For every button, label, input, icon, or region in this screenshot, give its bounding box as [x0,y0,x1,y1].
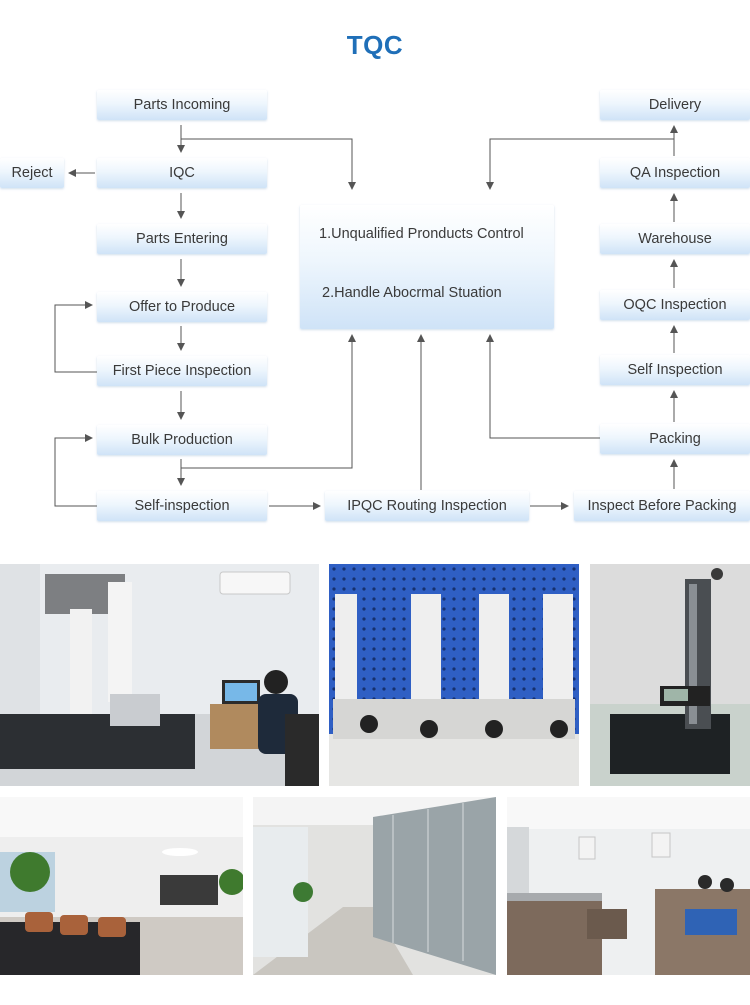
box-iqc: IQC [97,158,267,188]
arrow-first-loop-to-offer [54,301,97,373]
box-oqc-inspection: OQC Inspection [600,290,750,320]
box-qa-inspection: QA Inspection [600,158,750,188]
photo-corridor [253,797,496,975]
photo-height-gauge [590,564,750,786]
box-ipqc-routing-inspection: IPQC Routing Inspection [325,491,529,521]
box-unqualified-control [300,205,554,329]
box-offer-to-produce: Offer to Produce [97,292,267,322]
arrow-incoming-to-center [181,138,356,190]
page-title: TQC [346,30,404,60]
box-reject: Reject [0,158,64,188]
box-bulk-production: Bulk Production [97,425,267,455]
photo-air-gauges [329,564,579,786]
box-packing: Packing [600,424,750,454]
arrow-self-loop-to-bulk [54,434,97,507]
box-first-piece-inspection: First Piece Inspection [97,356,267,386]
photo-cmm-room [0,564,319,786]
box-self-inspection: Self-inspection [97,491,267,521]
arrow-bulk-to-center [181,334,356,469]
box-warehouse: Warehouse [600,224,750,254]
center-line-1: 1.Unqualified Pronducts Control [319,226,524,242]
box-inspect-before-packing: Inspect Before Packing [574,491,750,521]
flow-connectors [54,125,678,510]
arrow-packing-to-center [486,334,600,439]
box-parts-incoming: Parts Incoming [97,90,267,120]
photo-office [507,797,750,975]
box-delivery: Delivery [600,90,750,120]
center-line-2: 2.Handle Abocrmal Stuation [322,285,502,301]
box-self-inspection-right: Self Inspection [600,355,750,385]
photo-lobby [0,797,243,975]
box-parts-entering: Parts Entering [97,224,267,254]
arrow-qa-to-center [486,138,674,190]
